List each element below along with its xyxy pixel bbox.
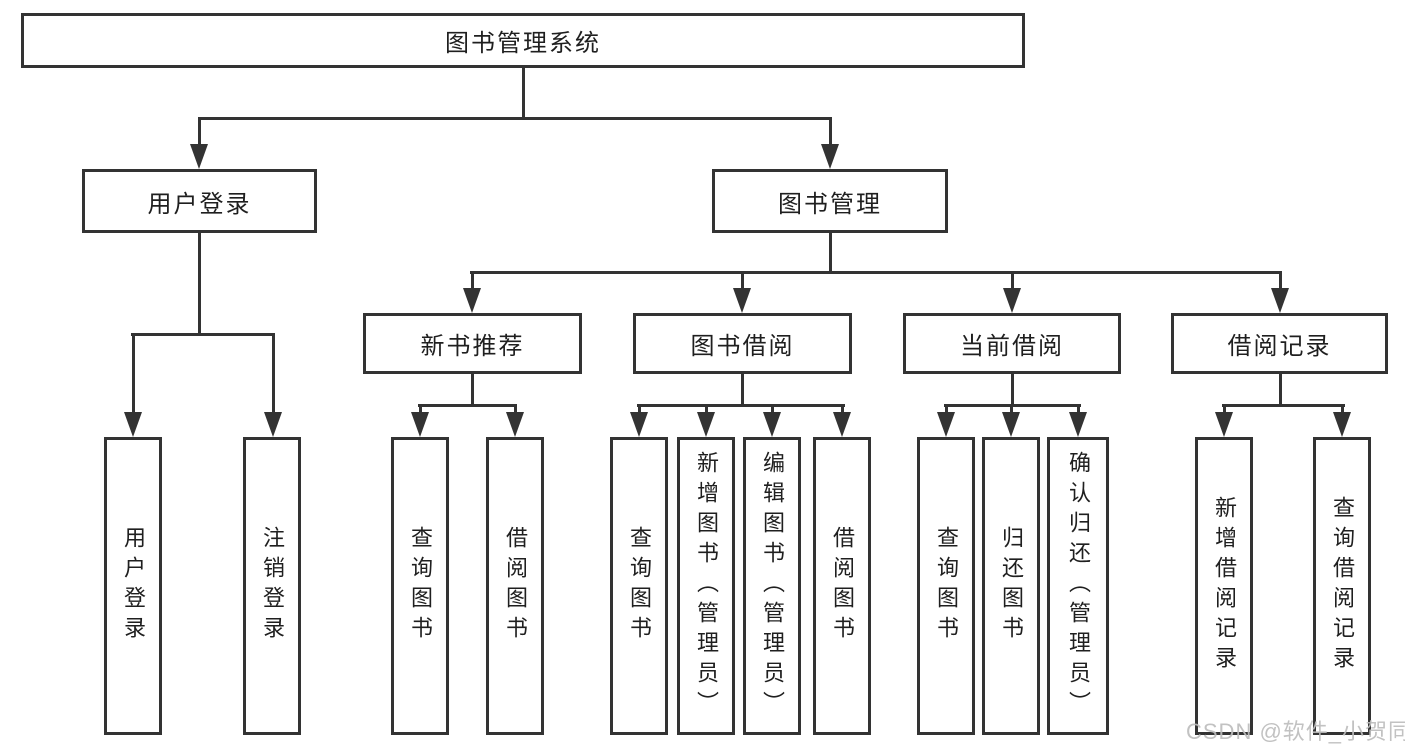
connector-leaf-stem	[132, 333, 135, 415]
connector-borrow-bar	[637, 404, 845, 407]
connector-leaf-stem	[841, 404, 844, 416]
leaf-borrow-books: 借阅图书	[813, 437, 871, 735]
node-root: 图书管理系统	[21, 13, 1025, 68]
arrowhead-icon	[697, 412, 715, 437]
node-new-book-recommend: 新书推荐	[363, 313, 582, 374]
arrowhead-icon	[463, 288, 481, 313]
arrowhead-icon	[630, 412, 648, 437]
connector-recommend-bar	[418, 404, 517, 407]
arrowhead-icon	[124, 412, 142, 437]
arrowhead-icon	[506, 412, 524, 437]
arrowhead-icon	[833, 412, 851, 437]
leaf-edit-books-admin: 编辑图书（管理员）	[743, 437, 801, 735]
arrowhead-icon	[1069, 412, 1087, 437]
connector-leaf-stem	[1077, 404, 1080, 416]
connector-book-mgmt-trunk	[829, 233, 832, 274]
leaf-recommend-query-books: 查询图书	[391, 437, 449, 735]
connector-user-login-stem	[198, 117, 201, 147]
connector-records-trunk	[1279, 374, 1282, 407]
arrowhead-icon	[1333, 412, 1351, 437]
connector-level3-stem	[741, 271, 744, 291]
arrowhead-icon	[821, 144, 839, 169]
leaf-confirm-return-admin: 确认归还（管理员）	[1047, 437, 1109, 735]
leaf-user-login: 用户登录	[104, 437, 162, 735]
connector-leaf-stem	[638, 404, 641, 416]
leaf-add-borrow-record: 新增借阅记录	[1195, 437, 1253, 735]
leaf-logout: 注销登录	[243, 437, 301, 735]
connector-level3-stem	[471, 271, 474, 291]
connector-current-trunk	[1011, 374, 1014, 407]
node-borrow-records: 借阅记录	[1171, 313, 1388, 374]
leaf-query-borrow-record: 查询借阅记录	[1313, 437, 1371, 735]
arrowhead-icon	[763, 412, 781, 437]
arrowhead-icon	[1003, 288, 1021, 313]
connector-borrow-trunk	[741, 374, 744, 407]
arrowhead-icon	[733, 288, 751, 313]
connector-leaf-stem	[1010, 404, 1013, 416]
connector-root-stem	[522, 68, 525, 120]
connector-level3-stem	[1011, 271, 1014, 291]
leaf-borrow-query-books: 查询图书	[610, 437, 668, 735]
connector-leaf-stem	[419, 404, 422, 416]
arrowhead-icon	[1271, 288, 1289, 313]
connector-level3-bar	[470, 271, 1282, 274]
arrowhead-icon	[411, 412, 429, 437]
connector-leaf-stem	[1223, 404, 1226, 416]
leaf-current-query-books: 查询图书	[917, 437, 975, 735]
leaf-add-books-admin: 新增图书（管理员）	[677, 437, 735, 735]
connector-leaf-stem	[945, 404, 948, 416]
connector-leaf-stem	[705, 404, 708, 416]
connector-leaf-stem	[771, 404, 774, 416]
node-book-management: 图书管理	[712, 169, 948, 233]
arrowhead-icon	[190, 144, 208, 169]
connector-recommend-trunk	[471, 374, 474, 407]
arrowhead-icon	[1215, 412, 1233, 437]
connector-leaf-stem	[1341, 404, 1344, 416]
leaf-return-books: 归还图书	[982, 437, 1040, 735]
csdn-watermark: CSDN @软件_小贺同学	[1186, 719, 1405, 744]
connector-leaf-stem	[272, 333, 275, 415]
node-current-borrow: 当前借阅	[903, 313, 1121, 374]
node-user-login: 用户登录	[82, 169, 317, 233]
connector-leaf-stem	[514, 404, 517, 416]
connector-level3-stem	[1279, 271, 1282, 291]
node-book-borrow: 图书借阅	[633, 313, 852, 374]
arrowhead-icon	[264, 412, 282, 437]
arrowhead-icon	[937, 412, 955, 437]
connector-book-mgmt-stem	[829, 117, 832, 147]
connector-level2-bar	[198, 117, 832, 120]
connector-records-bar	[1222, 404, 1345, 407]
connector-user-login-bar	[131, 333, 275, 336]
leaf-recommend-borrow-books: 借阅图书	[486, 437, 544, 735]
arrowhead-icon	[1002, 412, 1020, 437]
connector-user-login-trunk	[198, 233, 201, 336]
